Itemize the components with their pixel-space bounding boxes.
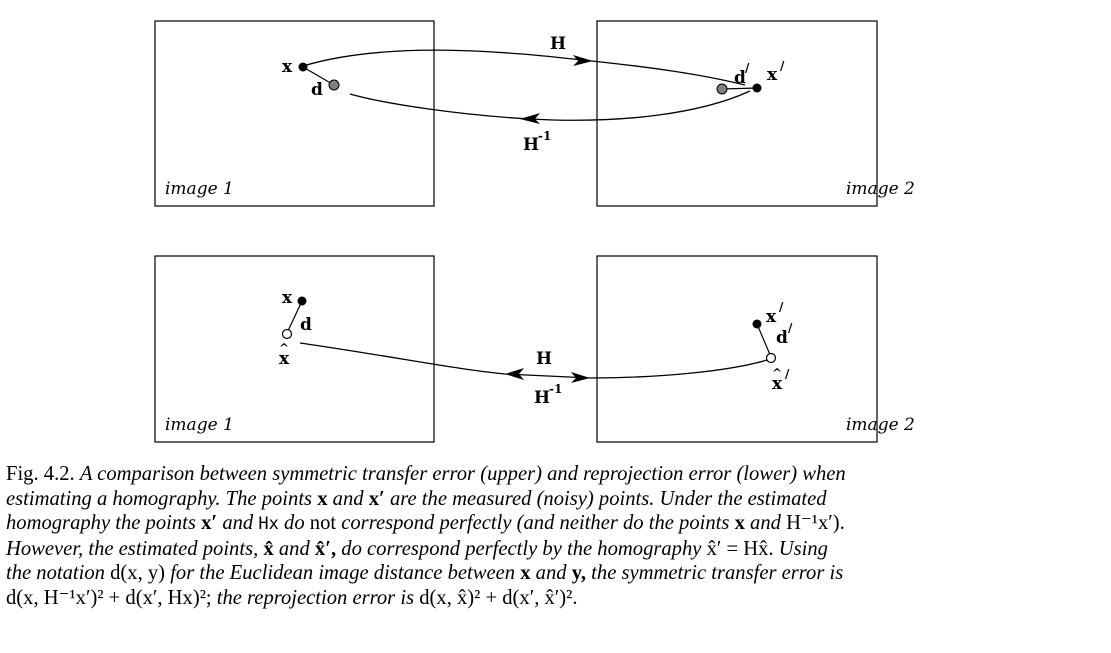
- bottom-image-1-frame: [154, 255, 435, 443]
- top-hx-point: [716, 83, 728, 95]
- top-right-distance-line: [721, 87, 758, 90]
- bottom-image-2-frame: [596, 255, 878, 443]
- top-image-1-frame: [154, 20, 435, 207]
- figure-number: Fig. 4.2.: [6, 463, 75, 485]
- caption-text: homography the points: [6, 512, 196, 535]
- inverse-arrowhead: [520, 113, 540, 124]
- caption-line-1: Fig. 4.2. A comparison between symmetric…: [6, 462, 1106, 487]
- bottom-x-hat-prime-point: [765, 352, 777, 364]
- caption-text: A comparison between symmetric transfer …: [79, 463, 846, 485]
- caption-line-3: homography the points x′ and Hx do not c…: [6, 511, 1106, 537]
- caption-text: However, the estimated points,: [6, 537, 259, 560]
- bottom-x-hat-mark: ^: [279, 341, 289, 355]
- homography-right-arrowhead: [571, 372, 590, 383]
- bottom-x-hat-point: [281, 328, 293, 340]
- caption-text: Using: [778, 537, 828, 560]
- caption-text: and: [750, 512, 781, 535]
- caption-line-5: the notation d(x, y) for the Euclidean i…: [6, 561, 1106, 586]
- bottom-inverse-exp: -1: [549, 382, 562, 396]
- caption-text: and: [332, 487, 364, 510]
- bottom-right-distance-line: [756, 323, 772, 358]
- math-x-hat-prime: x̂′,: [314, 537, 337, 560]
- bottom-d-right-prime: /: [788, 321, 793, 335]
- math-homography-equation: x̂′ = Hx̂.: [706, 537, 774, 560]
- forward-arrowhead: [573, 55, 593, 66]
- caption-text: are the measured (noisy) points. Under t…: [389, 487, 827, 510]
- math-hinv-x-prime: H⁻¹x′).: [786, 512, 845, 535]
- caption-emphasis: not: [309, 512, 337, 535]
- caption-text: the notation: [6, 562, 105, 585]
- forward-transfer-arrow: [302, 49, 746, 86]
- top-x-prime-point: [752, 83, 762, 93]
- top-d-left-label: d: [311, 80, 323, 100]
- bottom-x-hat-label: x: [279, 349, 290, 369]
- math-y: y,: [571, 562, 587, 585]
- math-hx: Hx: [258, 514, 279, 535]
- caption-text: the symmetric transfer error is: [591, 562, 844, 585]
- math-x: x: [520, 562, 531, 585]
- bottom-x-prime-point: [752, 319, 762, 329]
- caption-text: and: [278, 537, 310, 560]
- top-left-distance-line: [302, 66, 335, 86]
- top-image-1-label: image 1: [165, 179, 234, 199]
- caption-text: correspond perfectly (and neither do the…: [341, 512, 730, 535]
- bottom-x-hat-prime-prime: /: [785, 367, 790, 381]
- math-distance: d(x, y): [110, 562, 166, 585]
- top-image-2-label: image 2: [846, 179, 915, 199]
- top-x-prime-label: x: [767, 65, 778, 85]
- caption-text: do correspond perfectly by the homograph…: [341, 537, 702, 560]
- bottom-x-point: [297, 296, 307, 306]
- top-inverse-h-label: H: [523, 135, 539, 155]
- bottom-image-2-label: image 2: [846, 415, 915, 435]
- bottom-x-prime-mark: /: [779, 300, 784, 314]
- math-x-prime: x′: [201, 512, 218, 535]
- bottom-left-distance-line: [286, 300, 303, 334]
- top-d-right-label: d: [734, 68, 746, 88]
- caption-line-6: d(x, H⁻¹x′)² + d(x′, Hx)²; the reproject…: [6, 586, 1106, 611]
- caption-text: estimating a homography. The points: [6, 487, 313, 510]
- bottom-d-right-label: d: [776, 328, 788, 348]
- bottom-image-1-label: image 1: [165, 415, 234, 435]
- top-inverse-exp: -1: [538, 129, 551, 143]
- caption-text: do: [284, 512, 305, 535]
- math-symmetric-error: d(x, H⁻¹x′)² + d(x′, Hx)²;: [6, 586, 212, 609]
- bottom-panel: image 1 image 2 x d x ^ x / d / x ^ / H …: [154, 255, 915, 443]
- top-x-point: [298, 62, 308, 72]
- math-x: x: [734, 512, 745, 535]
- caption-line-4: However, the estimated points, x̂ and x̂…: [6, 537, 1106, 562]
- homography-link-curve: [299, 342, 768, 379]
- caption-text: the reprojection error is: [216, 586, 415, 609]
- top-image-2-frame: [596, 20, 878, 207]
- bottom-forward-h-label: H: [536, 349, 552, 369]
- math-x-hat: x̂: [263, 537, 274, 560]
- caption-line-2: estimating a homography. The points x an…: [6, 487, 1106, 512]
- top-panel: image 1 image 2 x d d / x / H H -1: [154, 20, 915, 207]
- homography-error-figure: image 1 image 2 x d d / x / H H -1 image…: [154, 20, 915, 443]
- bottom-inverse-h-label: H: [534, 388, 550, 408]
- math-x-prime: x′: [368, 487, 385, 510]
- bottom-d-left-label: d: [300, 315, 312, 335]
- caption-text: for the Euclidean image distance between: [170, 562, 516, 585]
- top-x-label: x: [282, 57, 293, 77]
- bottom-x-label: x: [282, 288, 293, 308]
- homography-left-arrowhead: [505, 368, 524, 380]
- bottom-x-hat-prime-mark: ^: [772, 366, 782, 380]
- inverse-transfer-arrow: [349, 90, 751, 121]
- bottom-x-hat-prime-label: x: [772, 374, 783, 394]
- top-hinv-xprime-point: [328, 79, 340, 91]
- math-reprojection-error: d(x, x̂)² + d(x′, x̂′)².: [419, 586, 578, 609]
- figure-caption: Fig. 4.2. A comparison between symmetric…: [6, 462, 1106, 611]
- caption-text: and: [535, 562, 567, 585]
- math-x: x: [317, 487, 328, 510]
- top-x-prime-mark: /: [780, 59, 785, 73]
- caption-text: and: [222, 512, 254, 535]
- bottom-x-prime-label: x: [766, 307, 777, 327]
- top-d-right-prime: /: [745, 61, 750, 75]
- top-forward-h-label: H: [550, 34, 566, 54]
